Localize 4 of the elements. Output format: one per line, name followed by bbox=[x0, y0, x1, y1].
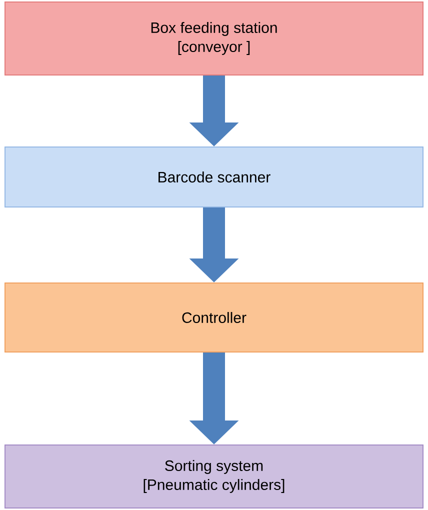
process-box: Sorting system [Pneumatic cylinders] bbox=[4, 444, 424, 508]
process-box: Box feeding station [conveyor ] bbox=[4, 2, 424, 76]
process-box: Controller bbox=[4, 282, 424, 352]
process-box: Barcode scanner bbox=[4, 146, 424, 208]
